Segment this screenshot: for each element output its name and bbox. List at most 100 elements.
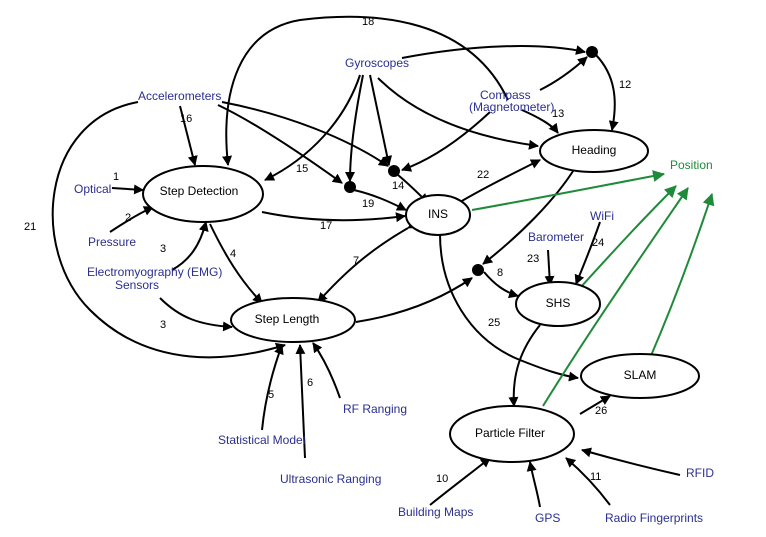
edge-number-10: 10 (436, 473, 448, 485)
edge-number-3-lower: 3 (160, 319, 166, 331)
source-accelerometers: Accelerometers (138, 89, 221, 103)
edge-barometer-to-shs (544, 249, 555, 286)
edge-gyroscopes-to-step-detection (264, 74, 361, 181)
node-slam: SLAM (580, 353, 700, 399)
edge-number-2: 2 (125, 212, 131, 224)
edge-number-1: 1 (113, 171, 119, 183)
edge-number-18: 18 (362, 16, 374, 28)
node-shs: SHS (515, 281, 601, 327)
edge-radio-fingerprints-to-particle-filter (565, 457, 611, 506)
source-wifi: WiFi (590, 209, 614, 223)
edge-number-16: 16 (180, 113, 192, 125)
edge-ins-to-step-length (317, 219, 419, 303)
source-building-maps: Building Maps (398, 505, 473, 519)
node-particle-filter: Particle Filter (449, 405, 575, 463)
edge-accelerometers-to-ins-junction-b (217, 104, 343, 184)
edge-slam-to-position (649, 193, 715, 359)
edge-statistical-model-to-step-length (261, 344, 284, 431)
node-ins: INS (405, 194, 471, 236)
edge-number-19: 19 (362, 198, 374, 210)
edge-number-8: 8 (497, 267, 503, 279)
junctions (344, 46, 598, 276)
edge-ins-to-position (471, 170, 665, 211)
shs-junction-dot (472, 264, 484, 276)
edge-step-detection-to-step-length (209, 223, 263, 304)
ins-junction-dot-b (344, 181, 356, 193)
source-emg-sensors: Sensors (115, 278, 159, 292)
edge-gyroscopes-to-heading-junction (401, 45, 586, 59)
source-pressure: Pressure (88, 235, 136, 249)
edge-ins-to-slam (439, 233, 579, 382)
ins-junction-dot-a (388, 165, 400, 177)
edge-shs-junction-to-shs (483, 271, 519, 299)
source-rf-ranging: RF Ranging (343, 402, 407, 416)
edge-accelerometers-to-step-detection (179, 105, 198, 166)
source-compass-magnetometer: (Magnetometer) (469, 100, 554, 114)
edge-number-23: 23 (527, 253, 539, 265)
source-gps: GPS (535, 511, 560, 525)
edge-number-17: 17 (320, 220, 332, 232)
edge-number-3-upper: 3 (160, 243, 166, 255)
edge-particle-filter-to-position (542, 187, 689, 407)
edge-ultrasonic-to-step-length (295, 344, 306, 459)
edge-gyroscopes-to-ins-junction-b (345, 74, 364, 182)
edge-step-length-to-shs-junction (355, 277, 473, 323)
edge-number-26: 26 (595, 405, 607, 417)
edge-number-13: 13 (552, 108, 564, 120)
edge-ins-junction-b-to-ins (353, 189, 407, 211)
edge-accelerometers-to-step-length (51, 101, 286, 359)
source-optical: Optical (74, 182, 111, 196)
edge-number-15: 15 (296, 163, 308, 175)
edge-emg-to-step-detection (171, 221, 209, 271)
source-ultrasonic-ranging: Ultrasonic Ranging (280, 472, 381, 486)
edge-gyroscopes-to-heading (377, 77, 539, 150)
edge-number-5: 5 (268, 389, 274, 401)
edge-optical-to-step-detection (111, 184, 144, 195)
node-label-step-detection: Step Detection (160, 184, 239, 198)
edges (51, 15, 715, 508)
source-rfid: RFID (686, 466, 714, 480)
edge-number-labels: 1 2 3 3 4 5 6 7 8 10 11 12 13 14 15 16 1… (24, 16, 631, 485)
edge-compass-to-heading-junction (539, 56, 588, 91)
edge-particle-filter-to-slam (579, 395, 611, 415)
edge-number-4: 4 (230, 248, 236, 260)
node-label-ins: INS (428, 207, 448, 221)
source-barometer: Barometer (528, 230, 584, 244)
edge-wifi-to-shs (574, 221, 601, 285)
edge-building-maps-to-particle-filter (429, 457, 491, 506)
edge-compass-to-heading (521, 109, 559, 134)
heading-junction-dot (586, 46, 598, 58)
source-radio-fingerprints: Radio Fingerprints (605, 511, 703, 525)
source-statistical-model: Statistical Model (218, 433, 305, 447)
edge-number-25: 25 (488, 317, 500, 329)
edge-ins-to-heading (454, 159, 541, 206)
edge-pressure-to-step-detection (109, 206, 154, 233)
edge-rf-ranging-to-step-length (312, 342, 341, 399)
edge-compass-to-step-detection (222, 15, 509, 166)
edge-number-7: 7 (353, 255, 359, 267)
edge-shs-to-position (579, 185, 677, 289)
edge-compass-to-ins-junction (401, 111, 491, 172)
edge-number-21: 21 (24, 221, 36, 233)
edge-gps-to-particle-filter (526, 461, 541, 508)
edge-junction-to-heading (595, 54, 619, 131)
edge-gyroscopes-to-ins-junction-a (369, 74, 393, 166)
node-label-step-length: Step Length (255, 312, 320, 326)
source-gyroscopes: Gyroscopes (345, 56, 409, 70)
source-compass: Compass (480, 88, 531, 102)
edge-emg-to-step-length (159, 297, 233, 332)
edge-rfid-to-particle-filter (581, 447, 681, 476)
node-label-particle-filter: Particle Filter (475, 426, 545, 440)
node-step-detection: Step Detection (142, 165, 264, 223)
edge-accelerometers-to-ins-junction-a (221, 101, 389, 167)
node-heading: Heading (539, 129, 649, 173)
edge-number-24: 24 (592, 237, 604, 249)
edge-number-11: 11 (590, 471, 601, 483)
node-step-length: Step Length (230, 297, 356, 343)
node-label-slam: SLAM (624, 368, 657, 382)
edge-step-detection-to-ins (261, 211, 406, 223)
edge-number-6: 6 (307, 377, 313, 389)
source-labels: Accelerometers Gyroscopes Compass (Magne… (74, 56, 714, 525)
